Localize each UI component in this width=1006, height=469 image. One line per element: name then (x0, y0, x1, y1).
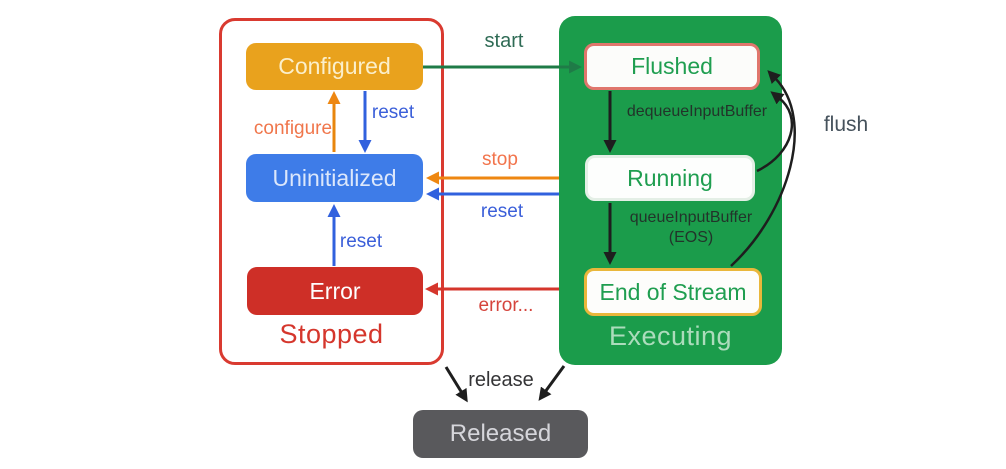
label-queue-input-buffer: queueInputBuffer (629, 209, 753, 226)
label-stop: stop (482, 149, 518, 170)
label-reset-executing: reset (480, 201, 524, 222)
arrow-release-stopped (444, 366, 468, 403)
label-configure: configure (253, 118, 333, 139)
label-error: error... (478, 295, 534, 316)
label-reset-configured: reset (371, 102, 415, 123)
label-queue-input-buffer-eos: (EOS) (668, 229, 714, 246)
label-release: release (468, 369, 534, 391)
arrow-release-executing (538, 365, 566, 401)
label-flush: flush (823, 113, 869, 136)
state-end-of-stream: End of Stream (584, 268, 762, 316)
label-start: start (484, 30, 524, 52)
state-uninitialized: Uninitialized (246, 154, 423, 202)
label-dequeue-input-buffer: dequeueInputBuffer (626, 103, 768, 120)
group-executing-label: Executing (608, 321, 733, 351)
state-error: Error (247, 267, 423, 315)
state-released: Released (413, 410, 588, 458)
state-configured: Configured (246, 43, 423, 90)
group-stopped-label: Stopped (279, 319, 384, 349)
label-reset-error: reset (339, 231, 383, 252)
state-flushed: Flushed (584, 43, 760, 90)
state-running: Running (585, 155, 755, 201)
